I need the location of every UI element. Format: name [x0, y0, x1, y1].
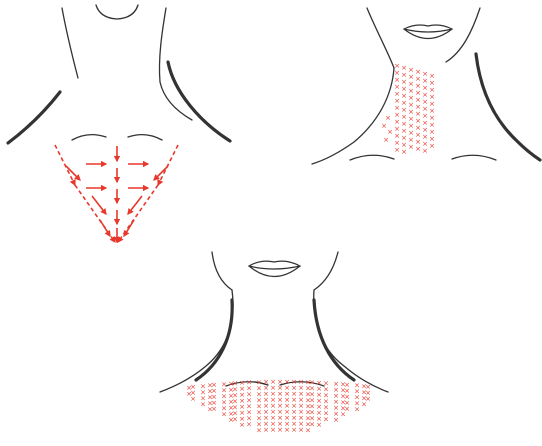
cross-group: ××××××××××××××××××××××××××××××××××××××××… [381, 62, 435, 156]
cross-mark-icon: × [316, 421, 322, 429]
figure-outline [8, 5, 230, 143]
cross-mark-icon: × [291, 426, 297, 434]
cross-mark-icon: × [200, 400, 206, 408]
collarbone-left [72, 135, 106, 140]
arrow-icon [92, 196, 106, 214]
cross-mark-icon: × [429, 142, 435, 150]
cross-mark-icon: × [333, 416, 339, 424]
cross-mark-icon: × [365, 395, 371, 403]
cross-mark-icon: × [408, 143, 414, 151]
neck-right-shadow [314, 300, 354, 380]
jaw-left-line [212, 252, 232, 290]
lips-icon [249, 261, 300, 276]
cross-mark-icon: × [354, 406, 360, 414]
cross-mark-icon: × [309, 421, 315, 429]
cross-mark-icon: × [401, 148, 407, 156]
cross-mark-icon: × [323, 415, 329, 423]
arrow-icon [124, 220, 134, 236]
cross-mark-icon: × [256, 426, 262, 434]
cross-mark-icon: × [298, 426, 304, 434]
cross-mark-icon: × [263, 426, 269, 434]
cross-mark-icon: × [239, 421, 245, 429]
collarbone-right [128, 135, 162, 140]
cross-mark-icon: × [277, 426, 283, 434]
shoulder-right-line [168, 62, 230, 141]
cross-mark-icon: × [415, 145, 421, 153]
cross-mark-icon: × [270, 426, 276, 434]
arrow-icon [66, 166, 80, 180]
panel-decollete-crosses: ××××××××××××××××××××××××××××××××××××××××… [160, 252, 388, 434]
arrow-icon [55, 145, 75, 185]
cross-mark-icon: × [246, 421, 252, 429]
neck-left-line [312, 68, 394, 164]
chin-outline [96, 5, 138, 19]
cross-mark-icon: × [344, 405, 350, 413]
lips-icon [404, 25, 452, 39]
panel-chest-arrows [8, 5, 230, 242]
neck-left-line [62, 8, 78, 78]
jaw-right-line [314, 252, 338, 290]
cross-group: ××××××××××××××××××××××××××××××××××××××××… [186, 378, 371, 434]
collarbone-left [350, 155, 394, 160]
neck-left-shadow [196, 300, 232, 380]
cross-mark-icon: × [394, 146, 400, 154]
neck-right-line [476, 54, 540, 160]
jaw-left-line [367, 8, 394, 68]
cross-mark-icon: × [232, 415, 238, 423]
cross-mark-icon: × [284, 426, 290, 434]
cross-mark-icon: × [190, 395, 196, 403]
panel-neck-crosses: ××××××××××××××××××××××××××××××××××××××××… [312, 8, 540, 164]
cross-mark-icon: × [211, 405, 217, 413]
arrow-group [55, 145, 178, 242]
neck-left-line [160, 290, 233, 392]
figure-outline [160, 252, 388, 392]
cross-mark-icon: × [381, 122, 387, 130]
cross-mark-icon: × [221, 410, 227, 418]
cross-mark-icon: × [383, 136, 389, 144]
cross-mark-icon: × [422, 147, 428, 155]
shoulder-left-line [8, 92, 60, 143]
arrow-icon [158, 145, 178, 185]
arrow-icon [118, 185, 158, 242]
collarbone-right [452, 155, 496, 160]
arrow-icon [100, 220, 110, 236]
cross-mark-icon: × [387, 128, 393, 136]
cross-mark-icon: × [385, 114, 391, 122]
